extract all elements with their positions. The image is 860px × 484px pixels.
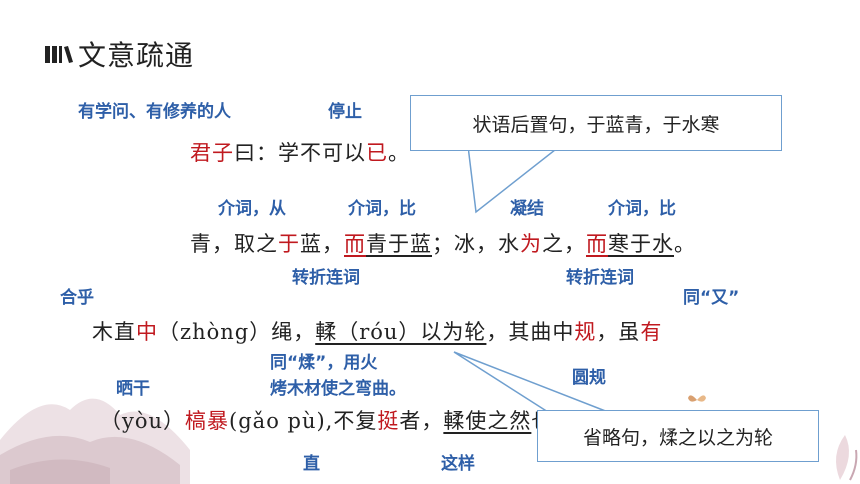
word-junzi: 君子 xyxy=(190,141,234,165)
annotation-yu-cong: 介词，从 xyxy=(218,199,286,219)
text-segment: 者， xyxy=(399,409,444,433)
callout-sentence-type-1: 状语后置句，于蓝青，于水寒 xyxy=(410,95,782,151)
annotation-ting: 直 xyxy=(303,454,320,474)
word-gui: 规 xyxy=(574,320,597,344)
annotation-er-2: 转折连词 xyxy=(566,268,634,288)
text-segment: (gǎo pù),不复 xyxy=(229,409,378,433)
butterfly-icon xyxy=(688,395,706,402)
annotation-rou-1: 同“煣”，用火 xyxy=(270,353,378,373)
phrase-qing-yu-lan: 青于蓝 xyxy=(366,232,432,256)
annotation-gui: 圆规 xyxy=(572,368,606,388)
text-segment: ；冰，水 xyxy=(432,232,520,256)
text-segment: （yòu） xyxy=(100,409,186,433)
text-segment: 。 xyxy=(674,232,696,256)
text-segment: 蓝， xyxy=(300,232,344,256)
annotation-yu-bi-2: 介词，比 xyxy=(608,199,676,219)
phrase-rou-shi-zhi-ran: 輮使之然 xyxy=(443,409,532,433)
mountain-decoration xyxy=(0,398,190,484)
sentence-4: （yòu）槁暴(gǎo pù),不复挺者，輮使之然也 xyxy=(100,405,553,435)
phrase-han-yu-shui: 寒于水 xyxy=(608,232,674,256)
annotation-gao-pu: 晒干 xyxy=(116,379,150,399)
word-you: 有 xyxy=(640,320,663,344)
annotation-yi: 停止 xyxy=(328,102,362,122)
word-wei: 为 xyxy=(520,232,542,256)
annotation-er-1: 转折连词 xyxy=(292,268,360,288)
text-segment: （zhòng）绳， xyxy=(158,320,316,344)
text-segment: 。 xyxy=(388,141,410,165)
callout-2-text: 省略句，煣之以之为轮 xyxy=(582,426,773,449)
text-segment: ，其曲中 xyxy=(486,320,575,344)
text-segment: 之， xyxy=(542,232,586,256)
callout-1-text: 状语后置句，于蓝青，于水寒 xyxy=(472,113,720,136)
sentence-1: 君子曰：学不可以已。 xyxy=(190,137,410,167)
word-ting: 挺 xyxy=(377,409,400,433)
sentence-2: 青，取之于蓝，而青于蓝；冰，水为之，而寒于水。 xyxy=(190,228,696,258)
leaf-decoration xyxy=(836,435,858,481)
text-segment: 木直 xyxy=(92,320,136,344)
sentence-3: 木直中（zhòng）绳，輮（róu）以为轮，其曲中规，虽有 xyxy=(92,316,662,346)
word-gao-pu: 槁暴 xyxy=(185,409,230,433)
text-segment: 曰：学不可以 xyxy=(234,141,366,165)
text-segment: 青，取之 xyxy=(190,232,278,256)
books-icon xyxy=(45,46,73,63)
annotation-zhong: 合乎 xyxy=(60,288,94,308)
page-title-row: 文意疏通 xyxy=(44,34,194,74)
annotation-junzi: 有学问、有修养的人 xyxy=(78,102,231,122)
annotation-rou-2: 烤木材使之弯曲。 xyxy=(270,379,406,399)
annotation-wei: 凝结 xyxy=(510,199,544,219)
callout-sentence-type-2: 省略句，煣之以之为轮 xyxy=(537,410,819,462)
word-er-2: 而 xyxy=(586,232,608,256)
word-yu-1: 于 xyxy=(278,232,300,256)
annotation-yu-bi-1: 介词，比 xyxy=(348,199,416,219)
word-zhong: 中 xyxy=(136,320,158,344)
phrase-rou-yi-wei-lun: 輮（róu）以为轮 xyxy=(315,320,487,344)
annotation-ran: 这样 xyxy=(441,454,475,474)
word-er-1: 而 xyxy=(344,232,366,256)
text-segment: ，虽 xyxy=(596,320,641,344)
page-title: 文意疏通 xyxy=(78,39,195,72)
annotation-you: 同“又” xyxy=(683,288,740,308)
word-yi: 已 xyxy=(366,141,388,165)
